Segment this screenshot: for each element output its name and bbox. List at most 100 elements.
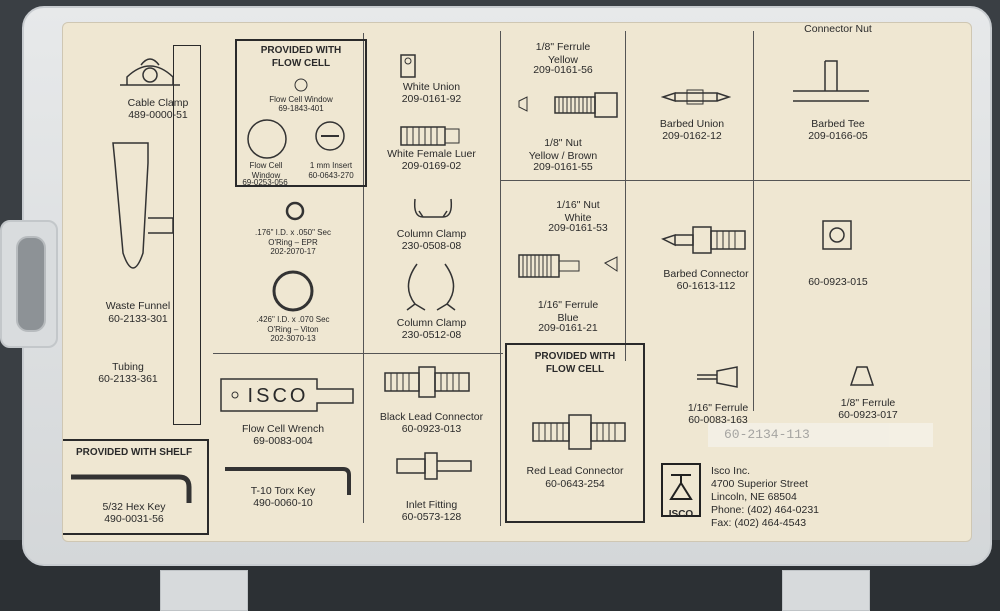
flow-cell-window-small-drawing [293,77,309,93]
hex-key-name: 5/32 Hex Key [102,501,166,513]
white-union-part: 209-0161-92 [401,93,462,105]
connector-nut-part: 60-0923-015 [808,276,868,288]
tubing-slot [173,45,201,425]
cable-clamp-part: 489-0000-51 [128,109,188,121]
oring-viton-part: 202-3070-13 [270,334,316,343]
inlet-fitting-name: Inlet Fitting [405,499,458,511]
waste-funnel-part: 60-2133-301 [108,313,168,325]
flow-cell-box [235,39,367,187]
barbed-union-drawing [661,87,731,107]
connector-nut-name: Connector Nut [804,23,872,35]
shelf-box [63,439,209,535]
nut-white-drawing [517,251,627,281]
white-female-luer-name: White Female Luer [387,148,476,160]
white-union-name: White Union [402,81,461,93]
oring-viton-drawing [269,267,317,315]
connector-nut-drawing [819,215,855,255]
waste-funnel-drawing [103,133,183,293]
column-clamp-2-drawing [401,258,461,312]
red-lead-box [505,343,645,523]
red-lead-box-header: PROVIDED WITH FLOW CELL [534,351,616,375]
kit-part-number: 60-2134-113 [724,427,810,442]
black-lead-connector-drawing [383,365,473,399]
ferrule-yellow-name: 1/8" Ferrule Yellow [535,41,591,67]
barbed-tee-drawing [791,59,871,103]
flow-cell-wrench-drawing [217,375,357,415]
oring-viton-name: .426" I.D. x .070 Sec O'Ring – Viton [256,315,330,334]
ferrule-blue-part: 209-0161-21 [538,322,598,334]
tubing-name: Tubing [112,361,144,373]
barbed-connector-part: 60-1613-112 [676,280,736,292]
ferrule-18-name: 1/8" Ferrule [840,397,896,409]
white-female-luer-part: 209-0169-02 [401,160,462,172]
column-clamp-2-name: Column Clamp [396,317,467,329]
barbed-connector-name: Barbed Connector [663,268,749,280]
barbed-tee-part: 209-0166-05 [808,130,868,142]
company-street: 4700 Superior Street [711,478,808,490]
column-clamp-1-drawing [411,193,455,221]
company-city: Lincoln, NE 68504 [711,491,797,503]
ferrule-116-name: 1/16" Ferrule [687,402,749,414]
barbed-connector-drawing [661,223,751,257]
isco-logo [661,463,701,517]
ferrule-116-drawing [693,365,743,389]
black-lead-connector-name: Black Lead Connector [379,411,484,423]
grid-line [213,353,503,354]
insert-name: 1 mm Insert [309,161,353,170]
wrench-logo: ISCO [247,385,309,407]
hex-key-drawing [69,467,199,507]
tubing-part: 60-2133-361 [98,373,158,385]
flow-cell-window-name: Flow Cell Window [249,161,283,180]
ferrule-blue-name: 1/16" Ferrule Blue [537,299,599,325]
inlet-fitting-drawing [395,451,475,481]
nut-white-name: 1/16" Nut White [556,199,600,225]
column-clamp-2-part: 230-0512-08 [401,329,462,341]
hex-key-part: 490-0031-56 [104,513,164,525]
nut-yellow-brown-part: 209-0161-55 [533,161,593,173]
cable-clamp-drawing [115,51,185,91]
white-union-drawing [399,53,417,79]
case-latch-left[interactable] [160,570,248,611]
isco-logo-text: ISCO [668,509,694,520]
ferrule-yellow-part: 209-0161-56 [533,64,593,76]
grid-line [363,33,364,523]
barbed-tee-name: Barbed Tee [811,118,865,130]
nut-yellow-brown-name: 1/8" Nut Yellow / Brown [528,137,598,163]
hinge-hole [16,236,46,332]
flow-cell-window-drawing [245,117,289,161]
insert-part: 60-0643-270 [308,171,354,180]
white-female-luer-drawing [399,123,463,149]
flow-cell-box-header: PROVIDED WITH FLOW CELL [260,45,342,69]
grid-line [500,180,970,181]
flow-cell-window-small-part: 69-1843-401 [278,104,324,113]
flow-cell-wrench-part: 69-0083-004 [253,435,313,447]
inlet-fitting-part: 60-0573-128 [401,511,462,523]
cable-clamp-name: Cable Clamp [127,97,189,109]
grid-line [753,31,754,411]
waste-funnel-name: Waste Funnel [105,300,171,312]
column-clamp-1-name: Column Clamp [396,228,467,240]
company-name: Isco Inc. [711,465,751,477]
black-lead-connector-part: 60-0923-013 [401,423,462,435]
barbed-union-part: 209-0162-12 [662,130,722,142]
nut-yellow-drawing [515,89,625,119]
flow-cell-wrench-name: Flow Cell Wrench [241,423,325,435]
grid-line [500,31,501,526]
oring-epr-part: 202-2070-17 [270,247,316,256]
ferrule-18-part: 60-0923-017 [838,409,898,421]
shelf-box-header: PROVIDED WITH SHELF [75,447,193,458]
company-phone: Phone: (402) 464-0231 [711,504,819,516]
red-lead-connector-drawing [531,413,631,453]
oring-epr-drawing [283,199,307,223]
case-latch-right[interactable] [782,570,870,611]
torx-key-part: 490-0060-10 [253,497,313,509]
red-lead-connector-part: 60-0643-254 [545,478,605,490]
flow-cell-window-small-name: Flow Cell Window [269,95,333,104]
kit-part-sticker: 60-2134-113 [708,423,933,447]
barbed-union-name: Barbed Union [659,118,725,130]
red-lead-connector-name: Red Lead Connector [526,465,624,477]
column-clamp-1-part: 230-0508-08 [401,240,462,252]
torx-key-drawing [223,461,353,501]
oring-epr-name: .176" I.D. x .050" Sec O'Ring – EPR [255,228,331,247]
ferrule-18-drawing [847,363,877,389]
